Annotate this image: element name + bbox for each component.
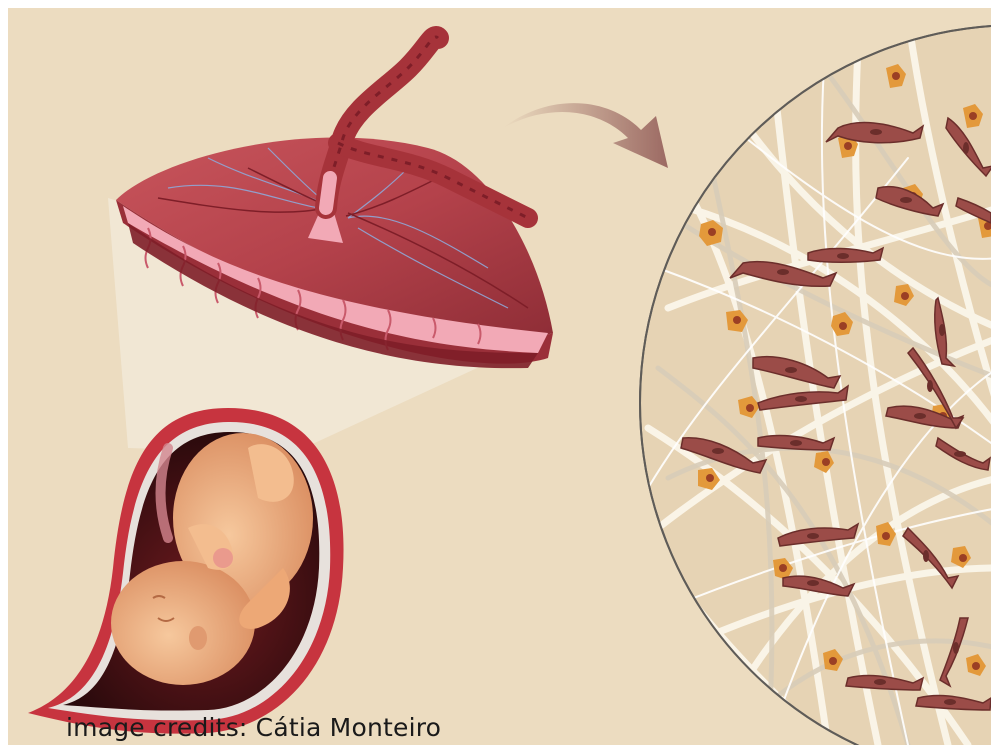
image-credit: image credits: Cátia Monteiro [66, 713, 441, 742]
illustration-svg [8, 8, 991, 745]
illustration-canvas: image credits: Cátia Monteiro [8, 8, 991, 745]
